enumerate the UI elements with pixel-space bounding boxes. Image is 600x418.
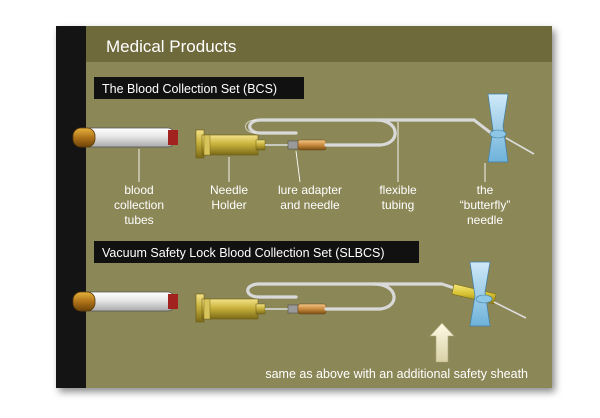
- label-adapter: lure adapter and needle: [278, 183, 342, 212]
- up-arrow-icon: [429, 322, 455, 363]
- page-title: Medical Products: [106, 37, 236, 56]
- label-tubes-line: blood: [124, 183, 153, 197]
- diagram-canvas: Medical Products The Blood Collection Se…: [56, 26, 552, 388]
- label-adapter-line: lure adapter: [278, 183, 342, 197]
- safety-sheath-note: same as above with an additional safety …: [265, 367, 528, 381]
- label-butterfly-line: needle: [467, 213, 503, 227]
- section-bar-slbcs: [94, 241, 419, 263]
- lure-adapter-icon: [265, 139, 327, 151]
- label-tubes-line: tubes: [124, 213, 153, 227]
- butterfly-needle-icon: [473, 93, 535, 163]
- label-tubing-line: flexible: [379, 183, 417, 197]
- section-bar-bcs: [94, 77, 304, 99]
- label-holder-line: Needle: [210, 183, 248, 197]
- lure-adapter-icon: [265, 303, 327, 315]
- leader-lines: [138, 122, 486, 183]
- blood-collection-tube-icon: [72, 291, 178, 312]
- label-tubing-line: tubing: [382, 198, 415, 212]
- needle-holder-icon: [195, 129, 266, 159]
- label-tubes: blood collection tubes: [114, 183, 164, 227]
- label-butterfly-line: the: [477, 183, 494, 197]
- label-adapter-line: and needle: [280, 198, 340, 212]
- butterfly-needle-icon: [469, 261, 527, 327]
- label-holder: Needle Holder: [210, 183, 248, 212]
- slbcs-illustration: [72, 261, 527, 327]
- bcs-illustration: [72, 93, 535, 163]
- label-tubes-line: collection: [114, 198, 164, 212]
- section-title-bcs: The Blood Collection Set (BCS): [102, 82, 277, 96]
- section-title-slbcs: Vacuum Safety Lock Blood Collection Set …: [102, 246, 385, 260]
- label-tubing: flexible tubing: [379, 183, 417, 212]
- header-band: [56, 26, 552, 62]
- label-holder-line: Holder: [211, 198, 246, 212]
- needle-holder-icon: [195, 293, 266, 323]
- diagram-card: Medical Products The Blood Collection Se…: [56, 26, 552, 388]
- blood-collection-tube-icon: [72, 127, 178, 148]
- label-butterfly: the “butterfly” needle: [460, 183, 511, 227]
- left-bar: [56, 26, 86, 388]
- label-butterfly-line: “butterfly”: [460, 198, 511, 212]
